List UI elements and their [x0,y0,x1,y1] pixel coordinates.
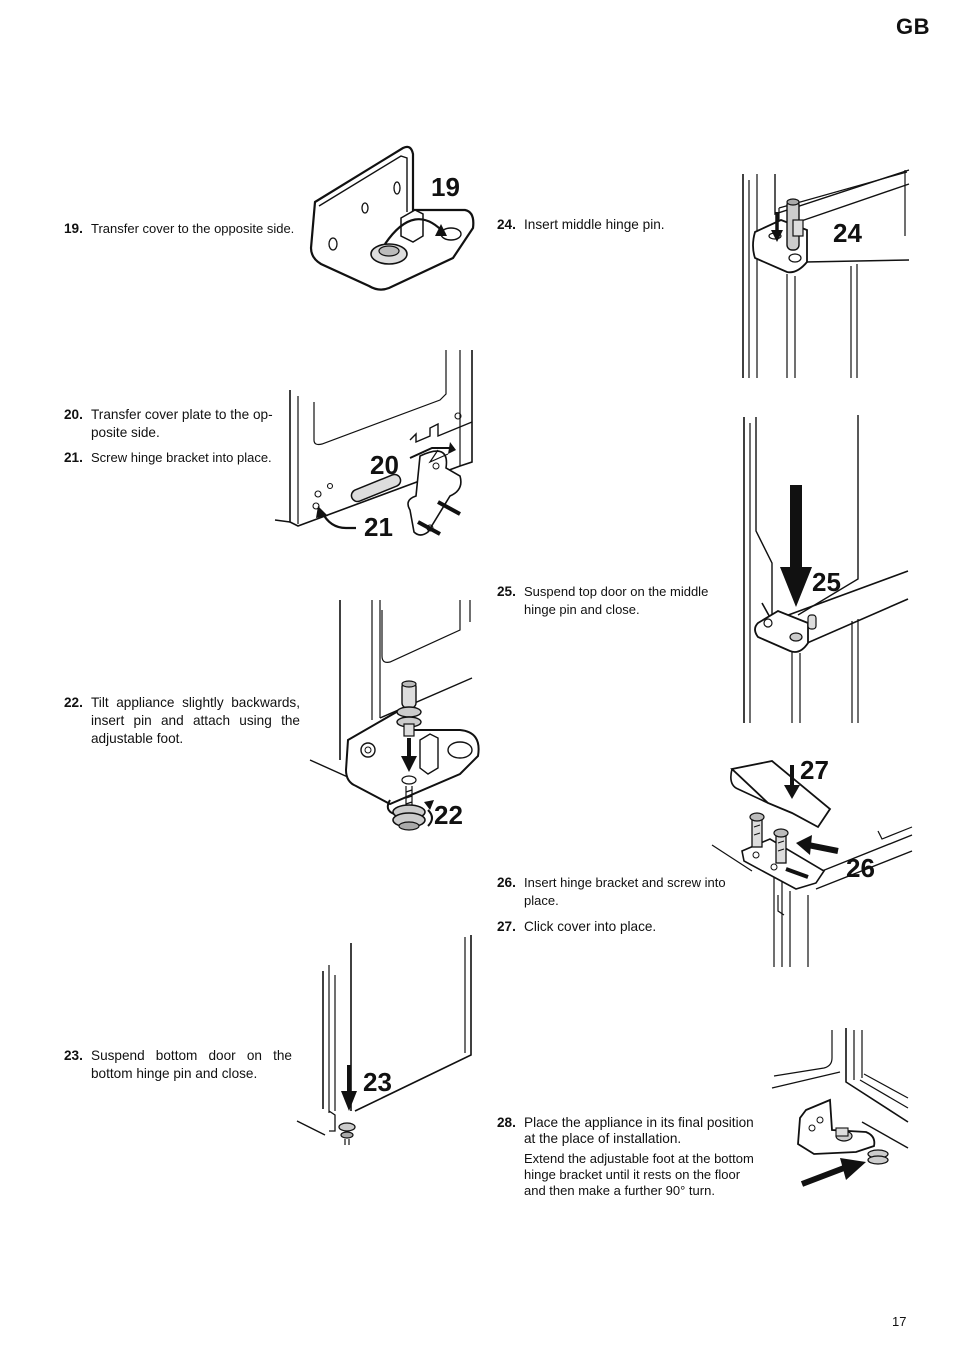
step-text: Click cover into place. [524,919,657,934]
step-number: 19. [64,221,83,236]
step-24: 24. Insert middle hinge pin. [497,216,717,234]
step-number: 22. [64,695,83,710]
step-number: 21. [64,450,83,465]
step-25: 25. Suspend top door on the middle hinge… [497,583,725,619]
step-number: 28. [497,1115,516,1130]
figure-24-middle-hinge-pin: 24 [735,169,915,380]
figure-label: 20 [370,450,399,480]
figure-label: 26 [846,853,875,883]
figure-label: 23 [363,1067,392,1097]
figure-28-adjustable-foot [770,1028,912,1198]
step-27: 27. Click cover into place. [497,918,717,936]
step-19: 19. Transfer cover to the opposite side. [64,220,309,238]
step-text: Screw hinge bracket into place. [91,450,272,465]
figure-label: 19 [431,172,460,202]
step-text: Insert hinge bracket and screw into plac… [524,875,726,908]
step-23: 23. Suspend bottom door on the bottom hi… [64,1047,292,1083]
figure-22-pin-and-adjustable-foot: 22 [309,600,485,845]
step-21: 21. Screw hinge bracket into place. [64,449,284,467]
step-text: Insert middle hinge pin. [524,217,665,232]
step-number: 23. [64,1048,83,1063]
figure-23-suspend-bottom-door: 23 [295,935,480,1150]
figure-label: 27 [800,755,829,785]
step-text: Place the appliance in its final positio… [524,1115,754,1146]
step-text: Suspend top door on the middle hinge pin… [524,584,709,617]
figure-26-27-hinge-bracket-and-cover: 27 26 [711,755,913,970]
step-28: 28. Place the appliance in its final pos… [497,1115,765,1199]
page-number: 17 [892,1314,907,1329]
step-22: 22. Tilt appliance slightly backwards, i… [64,694,300,748]
step-text: Transfer cover to the opposite side. [91,221,295,236]
step-text: Transfer cover plate to the op-posite si… [91,407,273,440]
figure-25-suspend-top-door: 25 [738,415,918,725]
step-number: 27. [497,919,516,934]
figure-label: 21 [364,512,393,542]
figure-19-hinge-cover: 19 [305,140,480,300]
step-number: 26. [497,875,516,890]
figure-label: 25 [812,567,841,597]
step-20: 20. Transfer cover plate to the op-posit… [64,406,279,442]
step-text: Tilt appliance slightly backwards, inser… [91,695,300,746]
figure-label: 22 [434,800,463,830]
step-text: Suspend bottom door on the bottom hinge … [91,1048,292,1081]
step-number: 25. [497,584,516,599]
language-code: GB [896,14,930,39]
step-number: 24. [497,217,516,232]
figure-label: 24 [833,218,862,248]
figure-20-21-cover-plate-and-bracket: 20 21 [270,350,480,550]
step-text-continued: Extend the adjustable foot at the bottom… [524,1151,754,1198]
step-26: 26. Insert hinge bracket and screw into … [497,874,737,910]
step-number: 20. [64,407,83,422]
